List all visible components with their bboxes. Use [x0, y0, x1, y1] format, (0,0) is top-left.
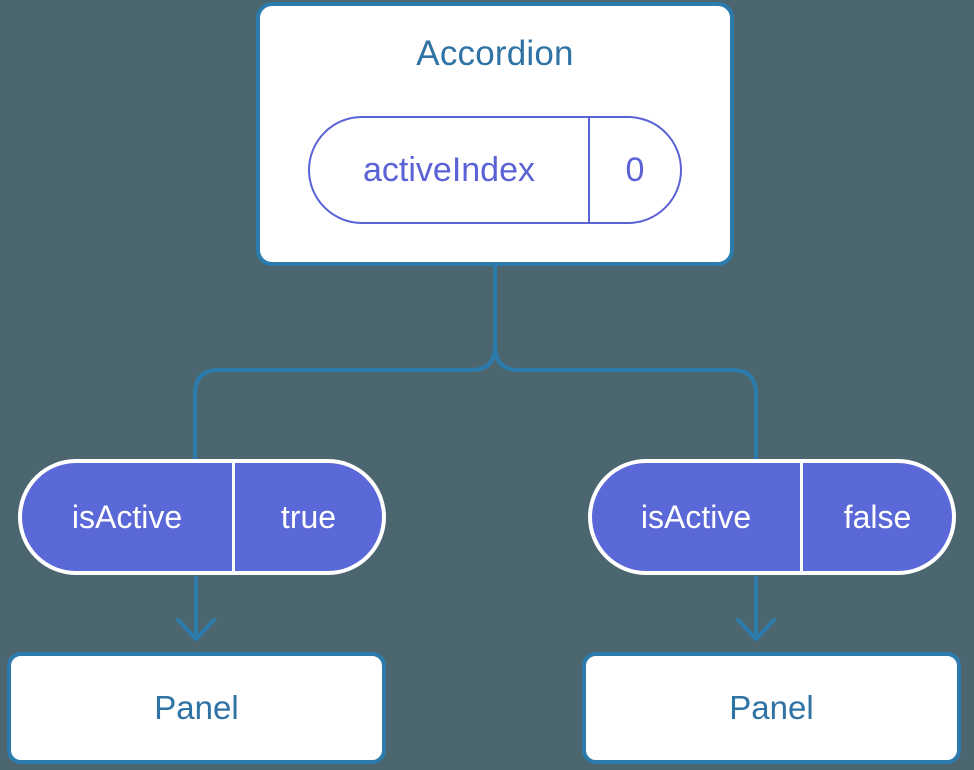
- prop-pill-is-active-false[interactable]: isActive false: [588, 459, 956, 575]
- arrow-head-left-icon: [176, 618, 216, 641]
- accordion-title: Accordion: [416, 34, 574, 73]
- prop-pill-active-index[interactable]: activeIndex 0: [308, 116, 682, 224]
- tree-split-connector-right: [493, 344, 758, 461]
- prop-value-is-active-right: false: [800, 463, 952, 571]
- prop-key-is-active-left: isActive: [71, 498, 183, 535]
- tree-split-connector: [193, 264, 497, 461]
- panel-component-card-left[interactable]: Panel: [7, 652, 386, 764]
- panel-title-left: Panel: [154, 689, 239, 726]
- prop-value-is-active-left: true: [232, 463, 382, 571]
- prop-key-active-index: activeIndex: [363, 150, 535, 189]
- prop-pill-is-active-true[interactable]: isActive true: [18, 459, 386, 575]
- arrow-head-right-icon: [736, 618, 776, 641]
- panel-component-card-right[interactable]: Panel: [582, 652, 961, 764]
- prop-value-active-index: 0: [588, 118, 680, 222]
- panel-title-right: Panel: [729, 689, 814, 726]
- prop-key-is-active-right: isActive: [640, 498, 752, 535]
